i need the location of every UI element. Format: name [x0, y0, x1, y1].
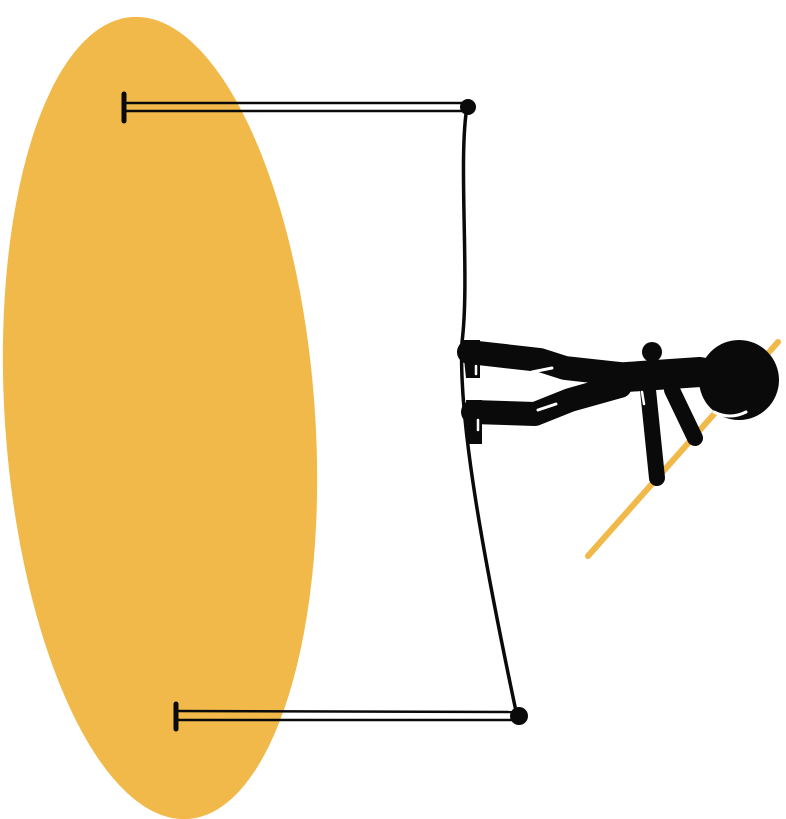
yellow-oval-shape: [0, 6, 343, 819]
stick-figure: [462, 340, 779, 478]
